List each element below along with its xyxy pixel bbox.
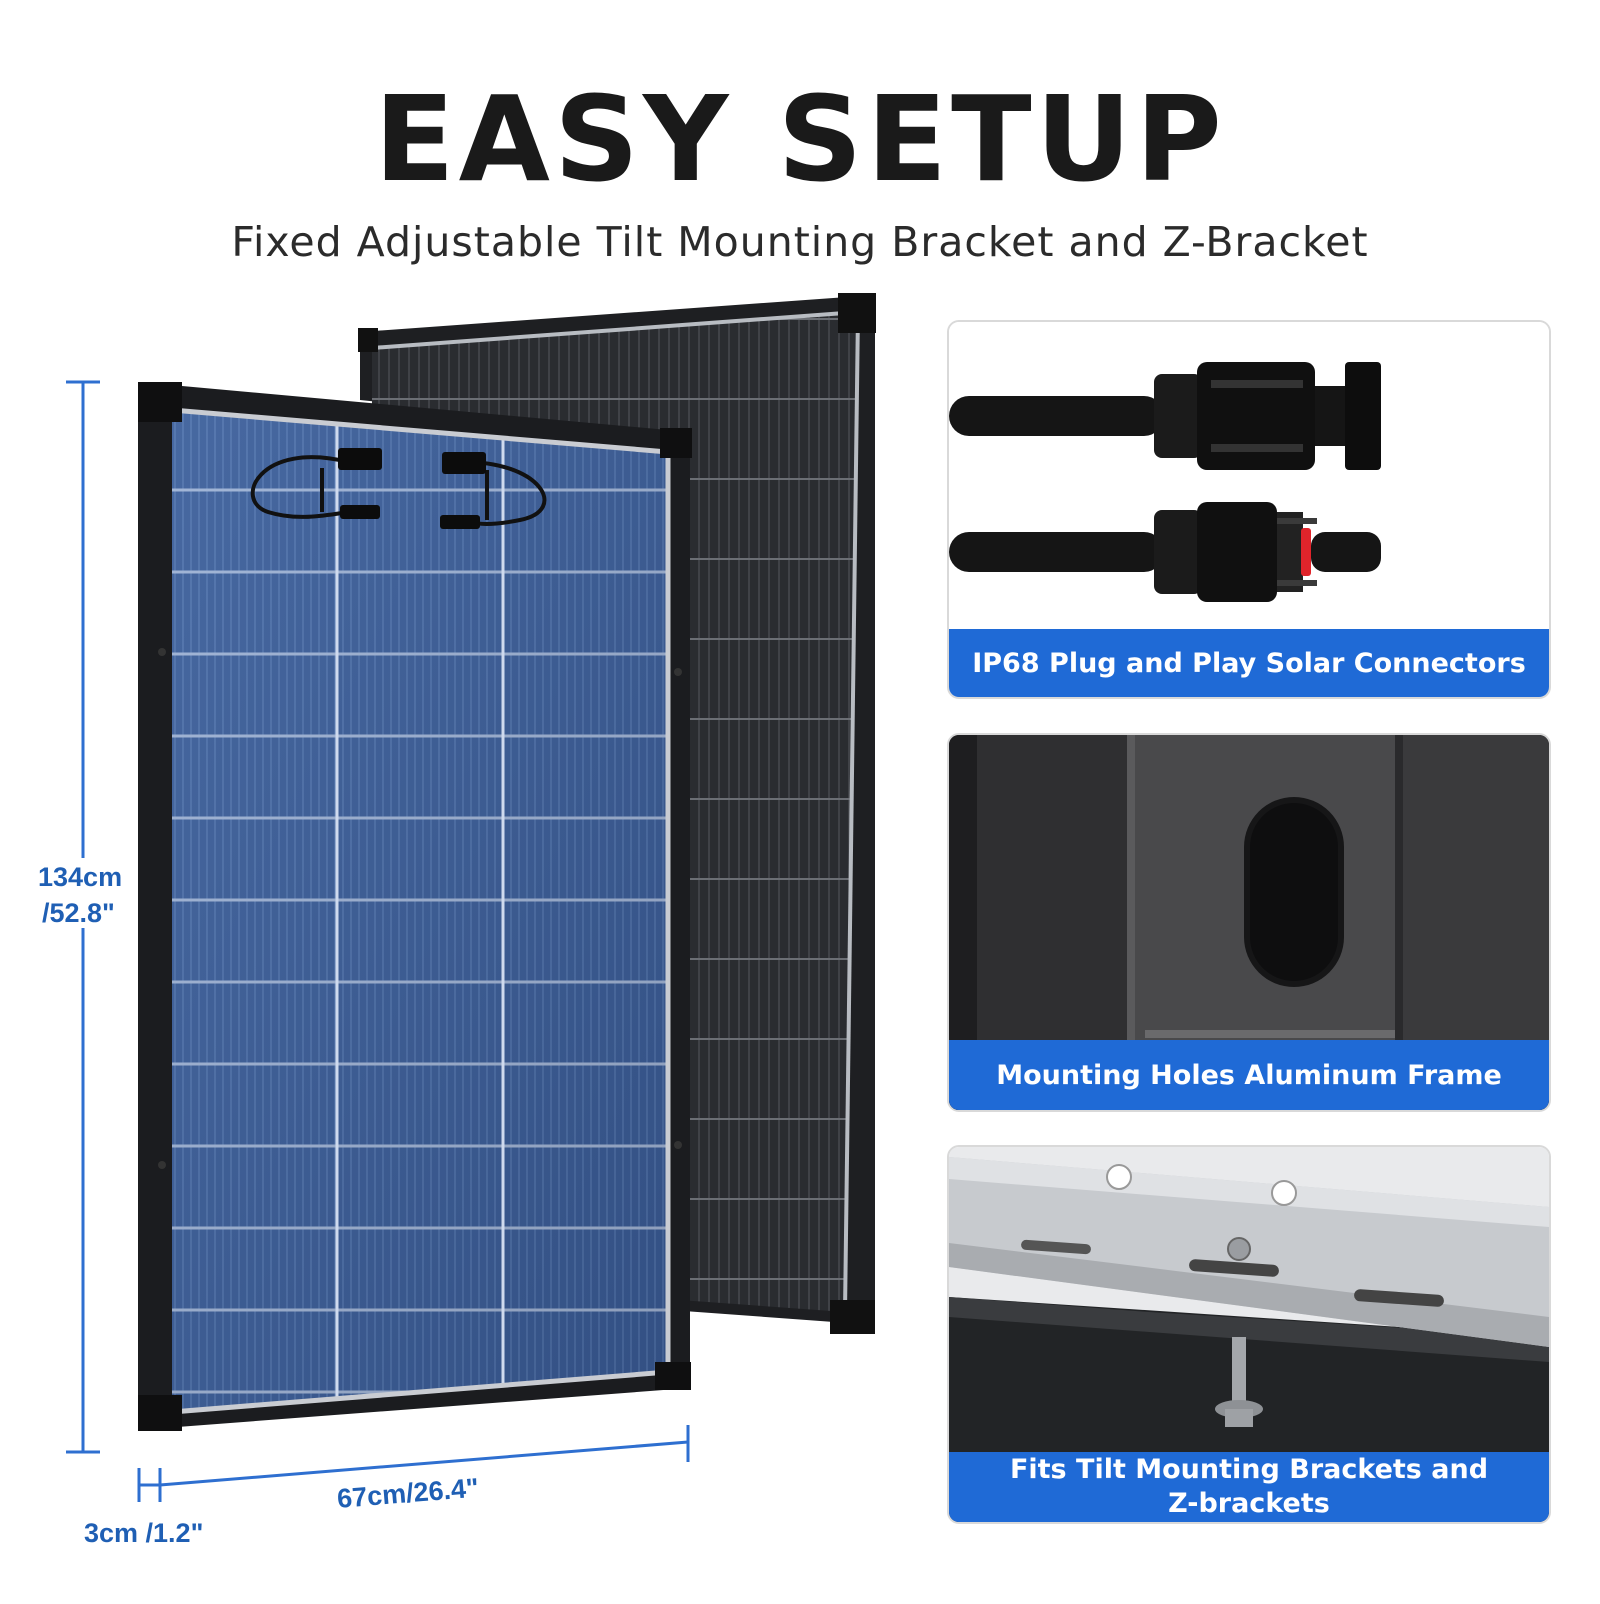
feature-card-brackets: Fits Tilt Mounting Brackets and Z-bracke… [947,1145,1551,1524]
dimension-lines [66,380,690,1502]
brackets-caption-line2: Z-brackets [1168,1488,1330,1519]
page-title: EASY SETUP [374,70,1226,208]
back-solar-panel [358,293,876,1334]
height-cm-label: 134cm [38,862,123,892]
z-bracket-icon [949,1157,1549,1347]
bolt-icon [1215,1337,1263,1427]
solar-panels-illustration [66,293,876,1502]
thickness-label: 3cm /1.2" [84,1518,204,1548]
connectors-image [949,322,1549,622]
mounting-holes-caption: Mounting Holes Aluminum Frame [949,1040,1549,1110]
front-solar-panel [138,382,692,1431]
brackets-caption-line1: Fits Tilt Mounting Brackets and [1009,1454,1489,1485]
male-connector-icon [949,502,1381,602]
solar-panels-graphic [66,293,876,1502]
feature-card-connectors: IP68 Plug and Play Solar Connectors [947,320,1551,699]
height-in-label: /52.8" [42,898,115,928]
connectors-caption: IP68 Plug and Play Solar Connectors [949,629,1549,697]
female-connector-icon [949,362,1381,470]
feature-card-mounting-holes: Mounting Holes Aluminum Frame [947,733,1551,1112]
junction-cables [250,448,547,529]
brackets-caption: Fits Tilt Mounting Brackets and Z-bracke… [949,1452,1549,1522]
page-subtitle: Fixed Adjustable Tilt Mounting Bracket a… [231,218,1369,266]
